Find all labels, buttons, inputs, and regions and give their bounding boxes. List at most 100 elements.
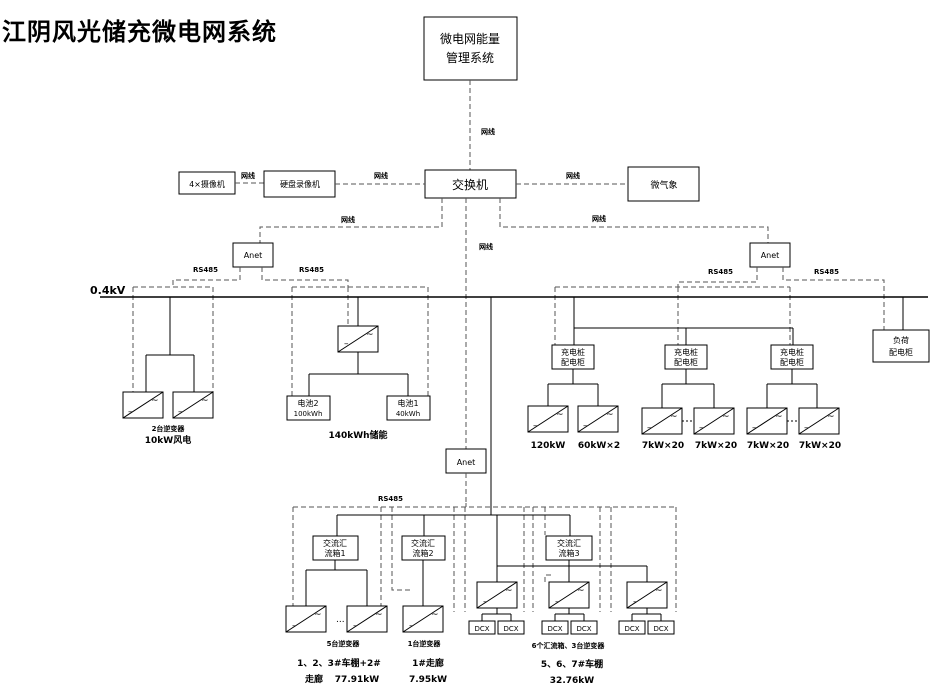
- svg-text:DCX: DCX: [503, 625, 518, 633]
- pv-inverter: – ~: [548, 581, 590, 609]
- pv-group2-power: 7.95kW: [409, 675, 447, 685]
- dvr-label: 硬盘录像机: [280, 179, 320, 189]
- svg-text:~: ~: [151, 396, 159, 406]
- svg-text:~: ~: [375, 610, 383, 620]
- svg-text:~: ~: [722, 412, 730, 422]
- svg-text:DCX: DCX: [624, 625, 639, 633]
- svg-text:交流汇: 交流汇: [557, 538, 581, 548]
- svg-text:~: ~: [827, 412, 835, 422]
- wind-inverter-2: – ~: [172, 391, 214, 419]
- network-label: 网线: [566, 171, 580, 180]
- pv-group3-power: 32.76kW: [550, 676, 594, 686]
- svg-text:流箱2: 流箱2: [412, 548, 433, 558]
- network-label: 网线: [592, 214, 606, 223]
- network-label: 网线: [481, 127, 495, 136]
- charging-cabinet-3: 充电桩 配电柜: [770, 344, 814, 370]
- pv-group2-name: 1#走廊: [412, 657, 444, 669]
- rs485-label: RS485: [299, 266, 324, 274]
- svg-text:–: –: [409, 621, 414, 631]
- svg-text:~: ~: [670, 412, 678, 422]
- svg-text:–: –: [533, 421, 538, 431]
- pv-group1-count: 5台逆变器: [327, 639, 361, 648]
- dvr-box: 硬盘录像机: [263, 170, 336, 198]
- dcx-box: DCX: [541, 620, 569, 635]
- charging-cabinet-2: 充电桩 配电柜: [664, 344, 708, 370]
- svg-text:–: –: [353, 621, 358, 631]
- pv-inverter: – ~: [476, 581, 518, 609]
- dcx-box: DCX: [497, 620, 525, 635]
- svg-text:~: ~: [201, 396, 209, 406]
- weather-station-box: 微气象: [627, 166, 700, 202]
- svg-text:~: ~: [655, 586, 663, 596]
- charger-inverter: – ~: [527, 405, 569, 433]
- switch-label: 交换机: [452, 177, 488, 192]
- svg-text:–: –: [555, 597, 560, 607]
- dcx-box: DCX: [618, 620, 646, 635]
- charger-rating: 7kW×20: [799, 441, 841, 451]
- anet-box-left: Anet: [232, 242, 274, 268]
- anet-box-lower: Anet: [445, 448, 487, 474]
- svg-text:–: –: [699, 423, 704, 433]
- svg-text:–: –: [128, 407, 133, 417]
- svg-text:DCX: DCX: [653, 625, 668, 633]
- pv-group1-name: 1、2、3#车棚+2#: [297, 657, 381, 669]
- pv-inverter: – ~: [346, 605, 388, 633]
- anet-label: Anet: [457, 458, 476, 467]
- ellipsis: ...: [336, 615, 345, 625]
- combiner-box-2: 交流汇 流箱2: [401, 535, 446, 561]
- charger-inverter: – ~: [746, 407, 788, 435]
- svg-text:电池1: 电池1: [397, 398, 418, 408]
- rs485-label: RS485: [193, 266, 218, 274]
- camera-box: 4×摄像机: [178, 171, 236, 195]
- ems-label-1: 微电网能量: [440, 32, 500, 46]
- storage-name: 140kWh储能: [328, 429, 387, 441]
- anet-box-right: Anet: [749, 242, 791, 268]
- svg-text:40kWh: 40kWh: [396, 410, 420, 418]
- charging-cabinet-1: 充电桩 配电柜: [551, 344, 595, 370]
- diagram-title: 江阴风光储充微电网系统: [2, 18, 277, 46]
- pv-group3-name: 5、6、7#车棚: [541, 658, 603, 670]
- svg-text:DCX: DCX: [547, 625, 562, 633]
- rs485-label: RS485: [814, 268, 839, 276]
- camera-label: 4×摄像机: [189, 179, 225, 189]
- svg-text:–: –: [344, 339, 349, 349]
- battery-2: 电池2 100kWh: [286, 395, 331, 421]
- pv-group3-count: 6个汇流箱、3台逆变器: [532, 641, 606, 650]
- charger-rating: 7kW×20: [747, 441, 789, 451]
- svg-text:–: –: [752, 423, 757, 433]
- charger-inverter: – ~: [577, 405, 619, 433]
- weather-label: 微气象: [650, 179, 677, 191]
- wind-inverter-1: – ~: [122, 391, 164, 419]
- charger-inverter: – ~: [641, 407, 683, 435]
- svg-text:~: ~: [775, 412, 783, 422]
- load-cabinet: 负荷 配电柜: [872, 329, 930, 363]
- svg-text:–: –: [583, 421, 588, 431]
- rs485-label: RS485: [708, 268, 733, 276]
- svg-text:–: –: [633, 597, 638, 607]
- dcx-box: DCX: [570, 620, 598, 635]
- svg-text:配电柜: 配电柜: [561, 357, 585, 367]
- wind-name: 10kW风电: [145, 434, 191, 446]
- svg-text:–: –: [292, 621, 297, 631]
- ems-box: 微电网能量 管理系统: [423, 16, 518, 81]
- network-label: 网线: [241, 171, 255, 180]
- dcx-box: DCX: [468, 620, 496, 635]
- network-label: 网线: [479, 242, 493, 251]
- pv-inverter: – ~: [285, 605, 327, 633]
- svg-text:配电柜: 配电柜: [780, 357, 804, 367]
- dcx-box: DCX: [647, 620, 675, 635]
- bus-voltage-label: 0.4kV: [90, 284, 126, 297]
- anet-label: Anet: [761, 251, 780, 260]
- pv-inverter: – ~: [626, 581, 668, 609]
- svg-text:–: –: [483, 597, 488, 607]
- svg-text:充电桩: 充电桩: [561, 347, 585, 357]
- svg-text:~: ~: [431, 610, 439, 620]
- charger-inverter: – ~: [798, 407, 840, 435]
- svg-text:DCX: DCX: [576, 625, 591, 633]
- charger-inverter: – ~: [693, 407, 735, 435]
- svg-text:交流汇: 交流汇: [411, 538, 435, 548]
- rs485-label: RS485: [378, 495, 403, 503]
- svg-text:充电桩: 充电桩: [674, 347, 698, 357]
- svg-text:~: ~: [577, 586, 585, 596]
